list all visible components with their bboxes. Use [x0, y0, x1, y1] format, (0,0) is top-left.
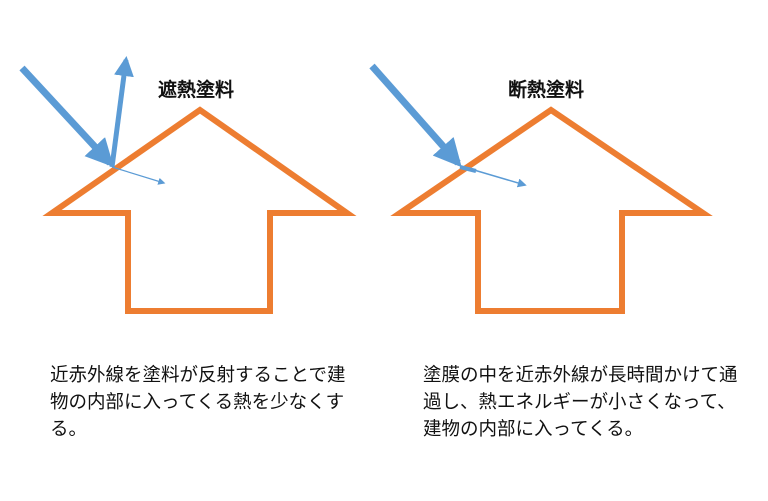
incoming-ray-arrow-right: [369, 63, 462, 168]
house-outline-left: [42, 106, 357, 314]
transmitted-ray-arrow-left: [111, 166, 166, 185]
description-heat-shield-paint: 近赤外線を塗料が反射することで建物の内部に入ってくる熱を少なくする。: [50, 365, 346, 440]
reflected-ray-arrow-left: [109, 56, 134, 168]
description-insulation-paint: 塗膜の中を近赤外線が長時間かけて通過し、熱エネルギーが小さくなって、建物の内部に…: [423, 365, 738, 440]
house-outline-right: [390, 106, 713, 314]
title-insulation-paint: 断熱塗料: [508, 79, 585, 101]
transmitted-ray-arrow-right: [473, 169, 527, 188]
absorbed-ray-arrow-right: [459, 165, 477, 173]
title-heat-shield-paint: 遮熱塗料: [158, 79, 235, 101]
incoming-ray-arrow-left: [19, 65, 114, 168]
